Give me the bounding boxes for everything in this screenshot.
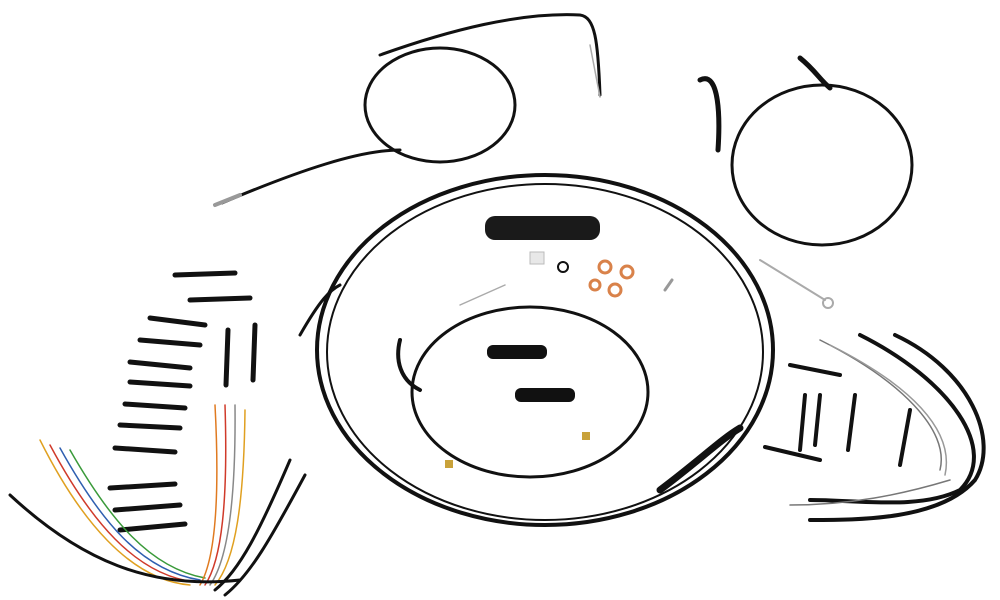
brass-fitting-2 [582,432,590,440]
o-ring [557,261,569,273]
grip-sleeve-2 [515,388,575,402]
heat-shrink-tubes-left [107,270,258,533]
grip-sleeve-1 [487,345,547,359]
clutch-cable-loop [298,173,775,527]
idle-cable-loop [396,278,674,479]
ferrule [529,251,545,265]
throttle-cable [213,13,602,207]
wire-harness-left [8,404,307,597]
copper-washers [588,259,635,298]
rubber-boot [485,216,600,240]
small-parts [445,216,635,468]
brake-line [697,55,914,309]
wire-harness-right [789,333,986,522]
brass-fitting-1 [445,460,453,468]
heat-shrink-tubes-right [763,363,912,467]
